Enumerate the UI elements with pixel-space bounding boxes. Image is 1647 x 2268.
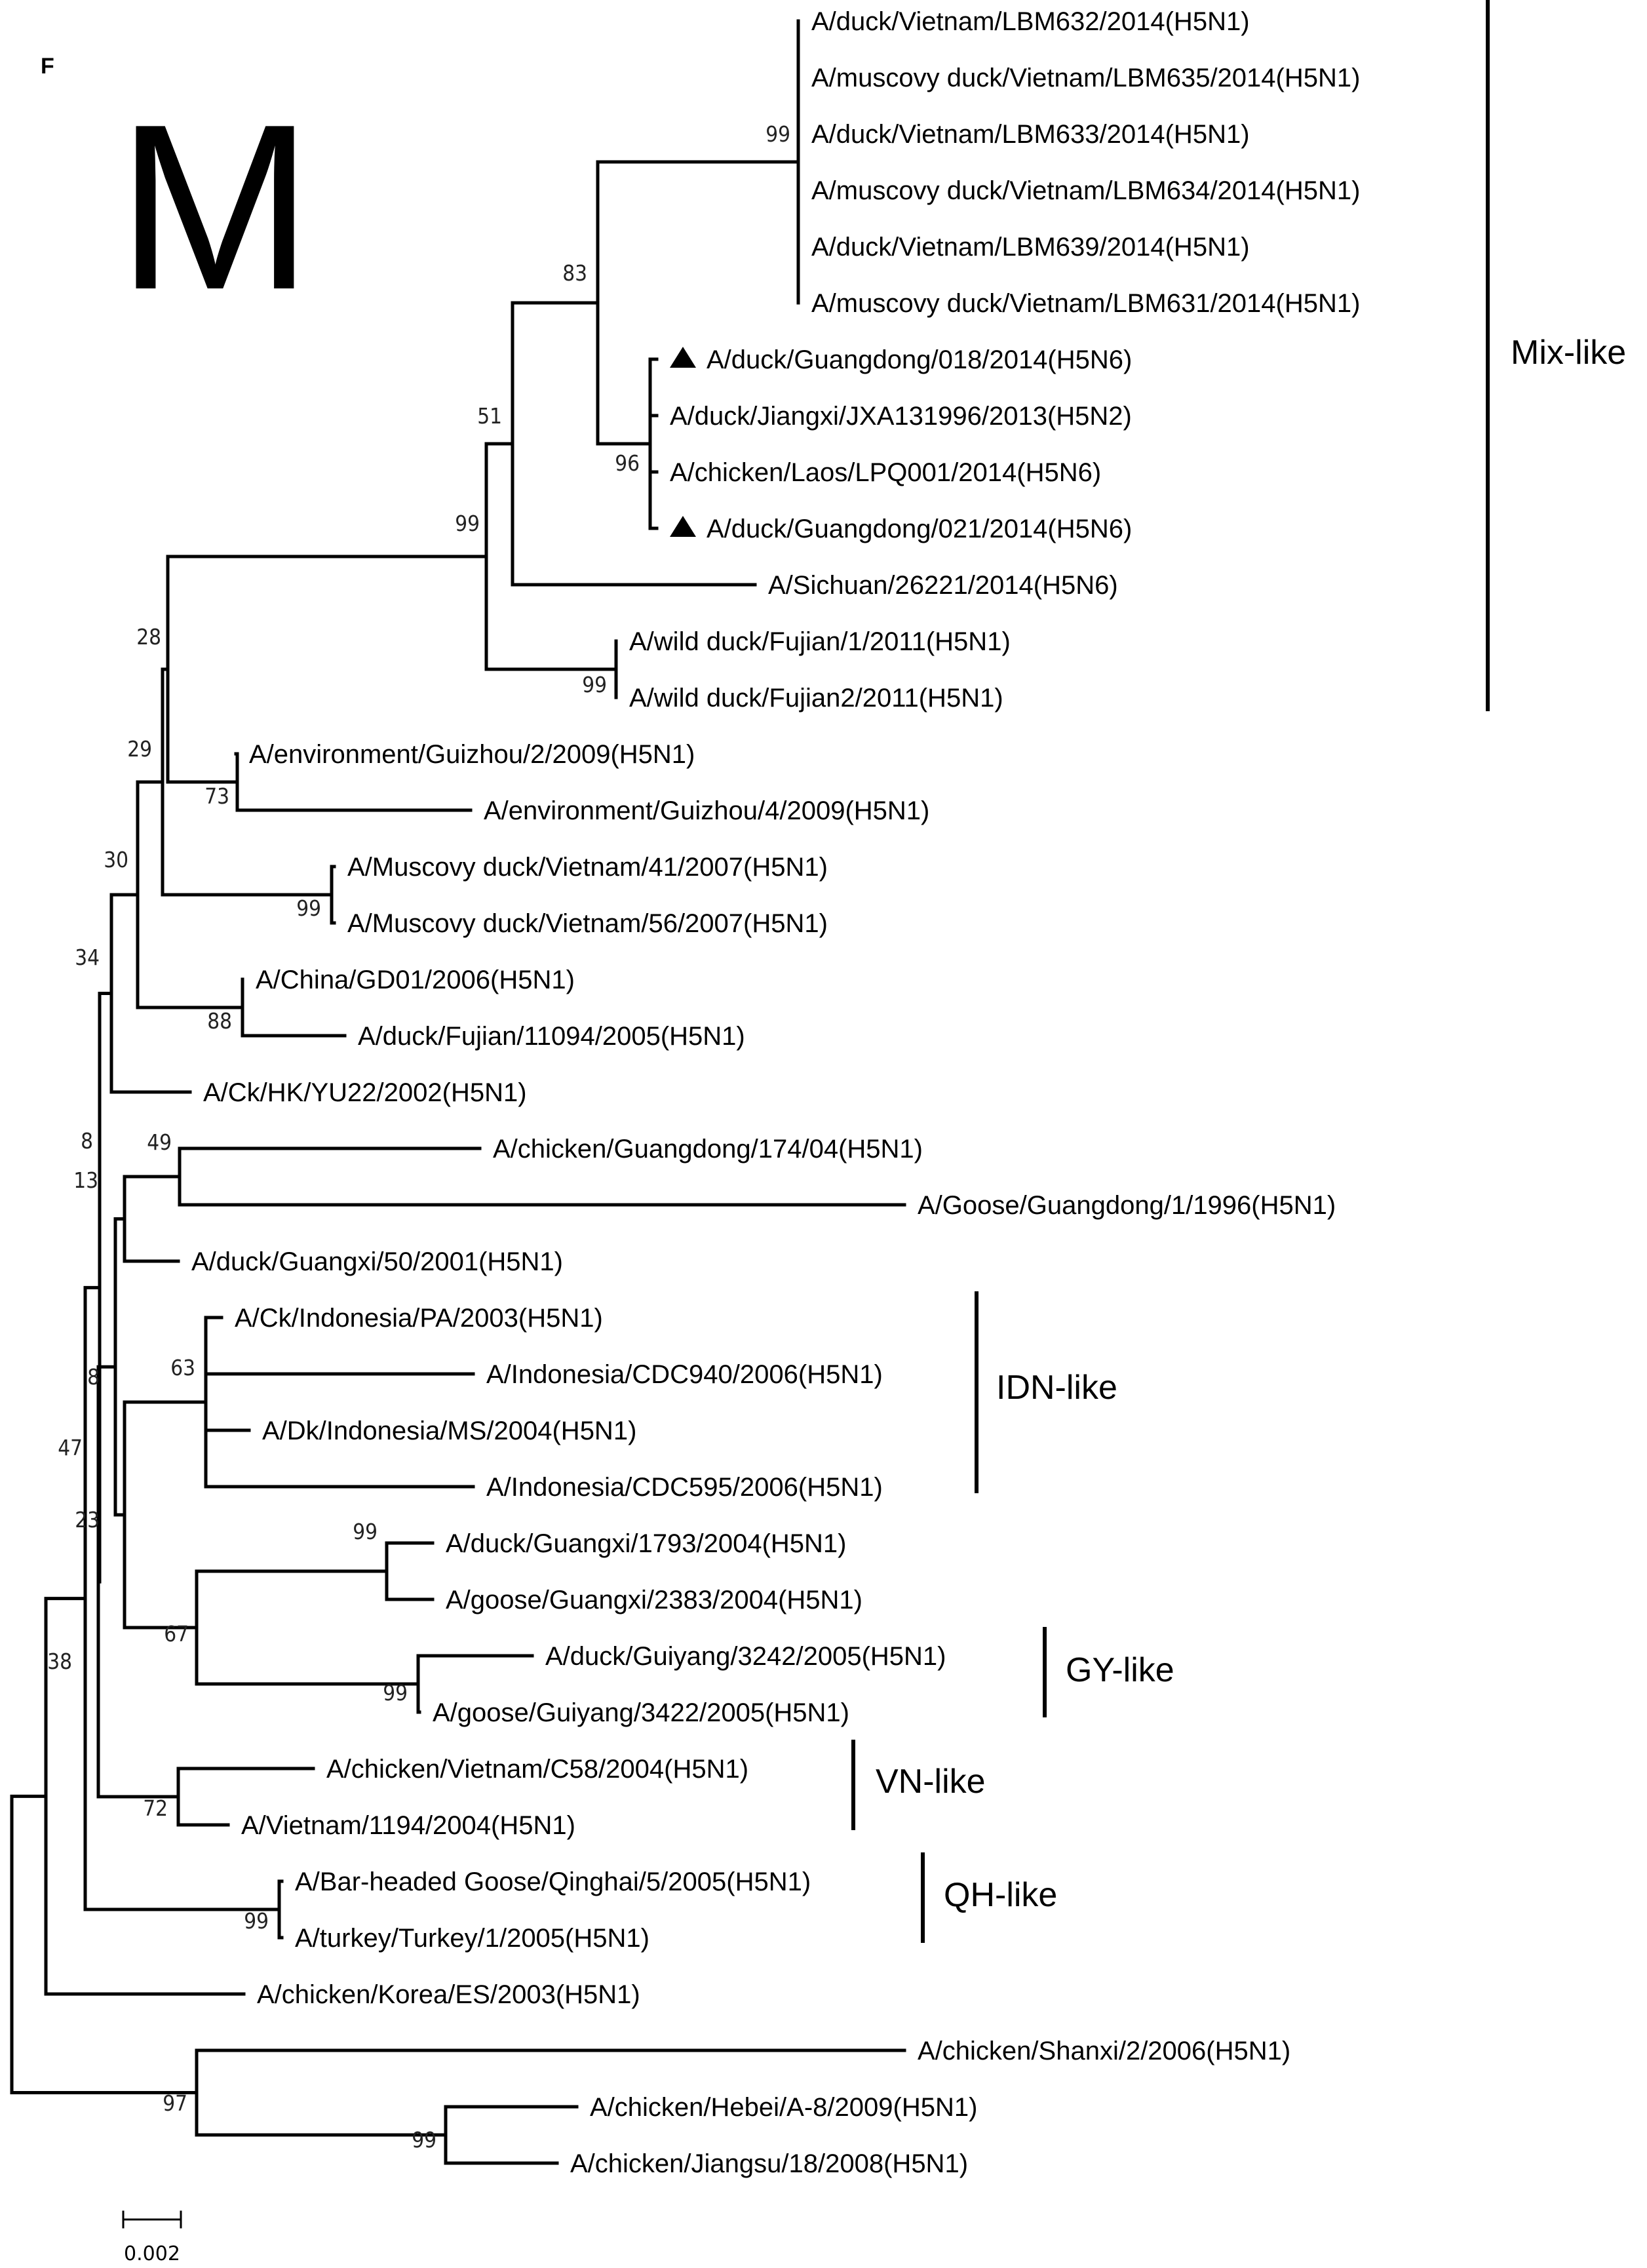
clade-label-idn: IDN-like (996, 1369, 1117, 1407)
taxon-label: A/Goose/Guangdong/1/1996(H5N1) (918, 1191, 1336, 1220)
bootstrap-value: 73 (204, 783, 229, 809)
taxon-label: A/duck/Vietnam/LBM632/2014(H5N1) (811, 7, 1250, 36)
panel-letter: F (41, 54, 54, 79)
bootstrap-value: 47 (58, 1435, 83, 1460)
bootstrap-value: 99 (765, 121, 790, 147)
taxon-label: A/duck/Guangxi/1793/2004(H5N1) (446, 1529, 846, 1558)
clade-label-gy: GY-like (1066, 1651, 1174, 1689)
bootstrap-value: 99 (455, 511, 480, 536)
taxon-label: A/goose/Guangxi/2383/2004(H5N1) (446, 1586, 862, 1614)
taxon-label: A/Dk/Indonesia/MS/2004(H5N1) (262, 1417, 636, 1445)
taxon-label: A/Muscovy duck/Vietnam/56/2007(H5N1) (347, 909, 828, 938)
bootstrap-value: 30 (104, 847, 128, 872)
clade-label-qh: QH-like (944, 1876, 1057, 1914)
bootstrap-value: 34 (75, 945, 100, 970)
taxon-label: A/Bar-headed Goose/Qinghai/5/2005(H5N1) (295, 1867, 811, 1896)
bootstrap-value: 97 (163, 2090, 187, 2116)
taxon-label: A/chicken/Hebei/A-8/2009(H5N1) (590, 2093, 977, 2122)
taxon-label: A/muscovy duck/Vietnam/LBM631/2014(H5N1) (811, 289, 1360, 318)
taxon-label: A/Ck/HK/YU22/2002(H5N1) (203, 1078, 527, 1107)
taxon-label: A/duck/Guangdong/018/2014(H5N6) (707, 345, 1132, 374)
bootstrap-value: 23 (75, 1507, 100, 1533)
taxon-label: A/chicken/Guangdong/174/04(H5N1) (493, 1135, 923, 1163)
taxon-label: A/Sichuan/26221/2014(H5N6) (768, 571, 1118, 600)
bootstrap-value: 28 (136, 624, 161, 650)
clade-label-mix: Mix-like (1511, 334, 1626, 372)
bootstrap-value: 88 (207, 1008, 232, 1034)
taxon-label: A/muscovy duck/Vietnam/LBM635/2014(H5N1) (811, 64, 1360, 92)
taxon-label: A/goose/Guiyang/3422/2005(H5N1) (433, 1698, 849, 1727)
taxon-label: A/China/GD01/2006(H5N1) (256, 966, 575, 994)
taxon-label: A/Ck/Indonesia/PA/2003(H5N1) (235, 1304, 603, 1333)
triangle-marker-icon (670, 347, 696, 368)
bootstrap-value: 8 (87, 1364, 100, 1390)
bootstrap-value: 63 (170, 1355, 195, 1380)
bootstrap-value: 99 (244, 1908, 269, 1934)
taxon-label: A/turkey/Turkey/1/2005(H5N1) (295, 1924, 649, 1953)
scale-bar: 0.002 (122, 2210, 182, 2265)
taxon-label: A/chicken/Vietnam/C58/2004(H5N1) (326, 1755, 748, 1784)
clade-label-vn: VN-like (876, 1763, 986, 1801)
taxon-label: A/duck/Guiyang/3242/2005(H5N1) (545, 1642, 946, 1671)
taxon-label: A/duck/Guangdong/021/2014(H5N6) (707, 515, 1132, 543)
taxon-label: A/Indonesia/CDC595/2006(H5N1) (486, 1473, 883, 1502)
bootstrap-value: 29 (127, 736, 152, 762)
taxon-label: A/environment/Guizhou/2/2009(H5N1) (249, 740, 695, 769)
tree-branches (10, 19, 906, 2165)
taxon-label: A/chicken/Laos/LPQ001/2014(H5N6) (670, 458, 1101, 487)
taxon-label: A/chicken/Jiangsu/18/2008(H5N1) (570, 2149, 968, 2178)
bootstrap-value: 99 (412, 2127, 436, 2153)
triangle-marker-icon (670, 516, 696, 537)
taxon-label: A/Vietnam/1194/2004(H5N1) (241, 1811, 575, 1840)
bootstrap-value: 49 (147, 1129, 172, 1155)
bootstrap-value: 13 (73, 1167, 98, 1193)
taxon-label: A/duck/Vietnam/LBM633/2014(H5N1) (811, 120, 1250, 149)
scale-bar-label: 0.002 (124, 2242, 180, 2265)
taxon-label: A/environment/Guizhou/4/2009(H5N1) (484, 796, 929, 825)
bootstrap-value: 8 (81, 1128, 93, 1154)
bootstrap-value: 96 (615, 450, 640, 476)
taxon-label: A/duck/Guangxi/50/2001(H5N1) (191, 1247, 563, 1276)
bootstrap-value: 51 (477, 403, 502, 429)
taxon-labels: A/duck/Vietnam/LBM632/2014(H5N1) A/muscov… (191, 7, 1360, 2178)
bootstrap-value: 67 (164, 1621, 189, 1647)
taxon-label: A/wild duck/Fujian/1/2011(H5N1) (629, 627, 1011, 656)
bootstrap-value: 72 (143, 1795, 168, 1821)
tree-branch-path (10, 19, 906, 2165)
taxon-label: A/Indonesia/CDC940/2006(H5N1) (486, 1360, 883, 1389)
bootstrap-value: 99 (353, 1519, 378, 1544)
bootstrap-value: 99 (582, 672, 607, 697)
taxon-label: A/duck/Vietnam/LBM639/2014(H5N1) (811, 233, 1250, 262)
taxon-label: A/muscovy duck/Vietnam/LBM634/2014(H5N1) (811, 176, 1360, 205)
taxon-label: A/wild duck/Fujian2/2011(H5N1) (629, 684, 1003, 713)
taxon-label: A/Muscovy duck/Vietnam/41/2007(H5N1) (347, 853, 828, 882)
taxon-label: A/chicken/Shanxi/2/2006(H5N1) (918, 2037, 1290, 2065)
bootstrap-value: 83 (562, 260, 587, 286)
taxon-label: A/chicken/Korea/ES/2003(H5N1) (257, 1980, 640, 2009)
bootstrap-value: 99 (383, 1680, 408, 1706)
taxon-label: A/duck/Fujian/11094/2005(H5N1) (358, 1022, 745, 1051)
bootstrap-values: 99 96 83 51 99 99 28 73 29 99 88 30 34 49 13 8 63 99 99 67 2… (47, 121, 790, 2153)
bootstrap-value: 38 (47, 1649, 72, 1674)
segment-letter: M (117, 75, 313, 339)
taxon-label: A/duck/Jiangxi/JXA131996/2013(H5N2) (670, 402, 1132, 431)
bootstrap-value: 99 (296, 895, 321, 921)
